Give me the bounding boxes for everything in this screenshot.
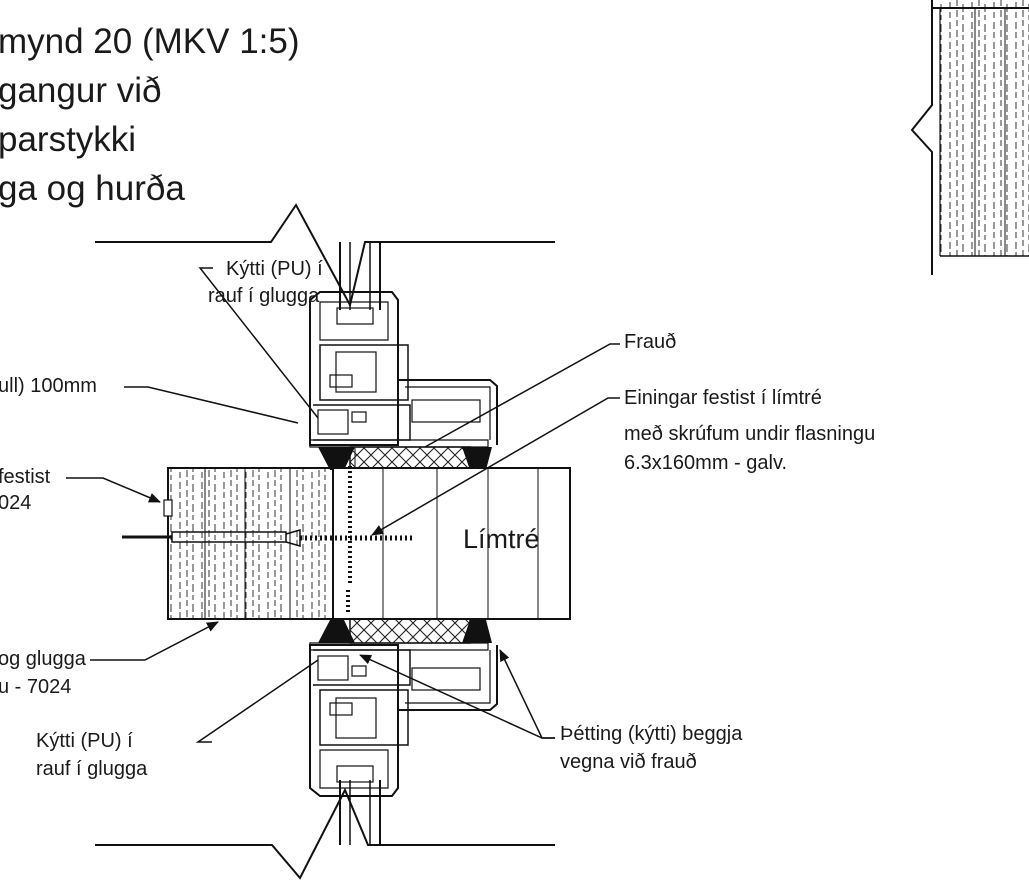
label-einingar-1: Einingar festist í límtré [624,387,822,409]
label-petting-2: vegna við frauð [560,751,697,773]
glulam-beam [332,467,571,620]
label-7024-lower: u - 7024 [0,676,72,698]
insulation-block [163,467,334,620]
vertical-screws [346,466,352,612]
leader-lines [66,267,620,743]
label-kytti-top-2: rauf í glugga [208,285,320,307]
title-line-4: ga og hurða [0,169,185,208]
window-frame-upper [309,291,498,470]
label-7024-upper: 024 [0,492,32,514]
label-limtre: Límtré [463,524,540,554]
label-festist: festist [0,466,51,488]
break-line-bottom [95,787,555,880]
label-og-glugga: og glugga [0,648,86,670]
label-einingar-3: 6.3x160mm - galv. [624,452,788,474]
glass-pane [339,242,381,845]
foam-band-bottom [349,618,471,644]
sealant-blobs [318,447,492,643]
label-fraud: Frauð [624,331,677,353]
drawing-title: mynd 20 (MKV 1:5) gangur við parstykki g… [0,21,300,217]
title-line-3: parstykki [0,120,137,159]
label-kytti-bottom-2: rauf í glugga [36,758,148,780]
title-line-1: mynd 20 (MKV 1:5) [0,22,300,61]
label-einingar-2: með skrúfum undir flasningu [624,423,876,445]
title-line-2: gangur við [0,71,162,110]
window-frame-lower [309,642,498,797]
label-insulation-thickness: ull) 100mm [0,375,97,397]
wall-detail-topright [910,0,1029,275]
label-kytti-top-1: Kýtti (PU) í [226,258,323,280]
break-line-top [95,203,555,308]
label-petting-1: Þétting (kýtti) beggja [560,723,743,745]
long-screw [122,529,412,547]
label-kytti-bottom-1: Kýtti (PU) í [36,730,133,752]
